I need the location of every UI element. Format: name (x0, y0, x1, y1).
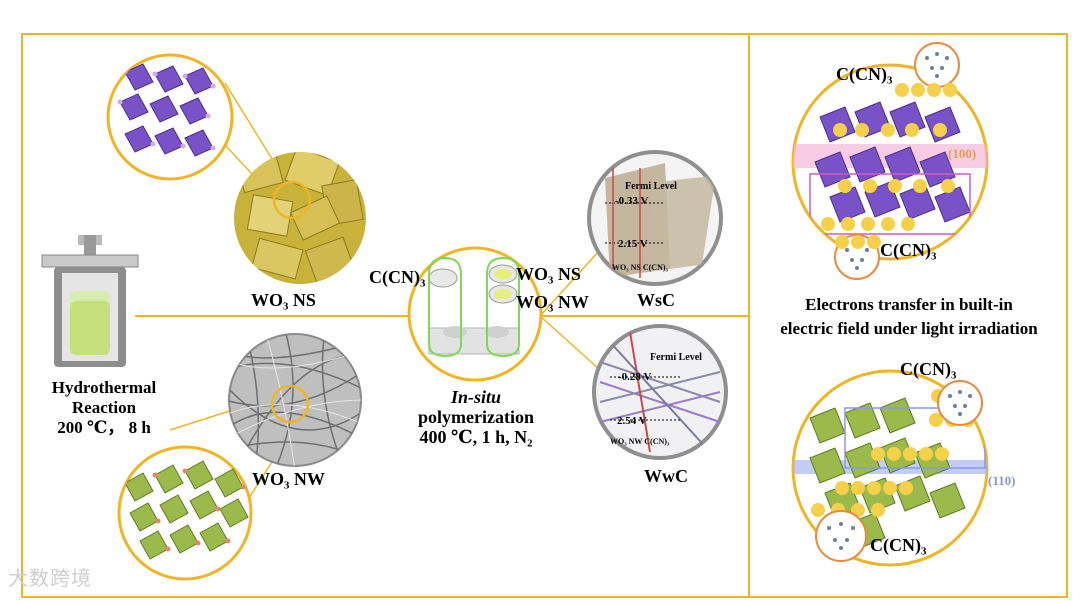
ccn3-r3-label: C(CN)₃ (900, 359, 956, 380)
wo3-nw-label: WO₃ NW (252, 469, 325, 490)
wo3-ns-label: WO₃ NS (251, 290, 316, 311)
carrier-markers-top (790, 62, 990, 262)
wo3-ns-nanosheet-image (230, 148, 370, 288)
nw-caption: WO₃ NW C(CN)₃ (610, 437, 669, 446)
hydro-line-2: Reaction (40, 398, 168, 418)
ccn3-orb-left (813, 508, 869, 564)
hydrothermal-label: Hydrothermal Reaction 200 ℃， 8 h (40, 378, 168, 438)
wo3-ns-crystal-zoom (105, 52, 235, 182)
insitu-italic: In-situ (406, 387, 546, 407)
wo3-nw-mid-label: WO₃ NW (516, 292, 589, 313)
wo3-ns-mid-label: WO₃ NS (516, 264, 581, 285)
fermi-level-bottom: Fermi Level (650, 352, 702, 363)
voltage-top-1: -0.33 V (615, 195, 648, 207)
wo3-nw-crystal-zoom (115, 443, 255, 583)
facet-110-label: (110) (988, 473, 1015, 489)
voltage-top-2: 2.15 V (618, 238, 648, 250)
voltage-bot-2: 2.54 V (617, 415, 647, 427)
ccn3-mid-right-label: C(CN)₃ (880, 240, 936, 261)
caption-line-2: electric field under light irradiation (752, 317, 1066, 341)
ccn3-bottom-right-label: C(CN)₃ (870, 535, 926, 556)
facet-100-label: (100) (948, 146, 976, 162)
ccn3-orb-right (935, 378, 985, 428)
hydro-line-3: 200 ℃， 8 h (40, 418, 168, 438)
insitu-line-2: polymerization (406, 407, 546, 427)
wsc-label: WsC (637, 290, 675, 311)
ccn3-left-label: C(CN)₃ (369, 267, 425, 288)
autoclave-icon (40, 235, 140, 375)
electron-transfer-caption: Electrons transfer in built-in electric … (752, 293, 1066, 341)
caption-line-1: Electrons transfer in built-in (752, 293, 1066, 317)
ccn3-top-right-label: C(CN)₃ (836, 64, 892, 85)
voltage-bot-1: -0.28 V (618, 371, 651, 383)
hydro-line-1: Hydrothermal (40, 378, 168, 398)
fermi-level-top: Fermi Level (625, 181, 677, 192)
insitu-line-3: 400 ℃, 1 h, N₂ (406, 427, 546, 447)
insitu-label: In-situ polymerization 400 ℃, 1 h, N₂ (406, 387, 546, 447)
watermark: 大数跨境 (8, 562, 92, 591)
ns-caption: WO₃ NS C(CN)₃ (612, 263, 668, 272)
wwc-label: WwC (644, 466, 688, 487)
